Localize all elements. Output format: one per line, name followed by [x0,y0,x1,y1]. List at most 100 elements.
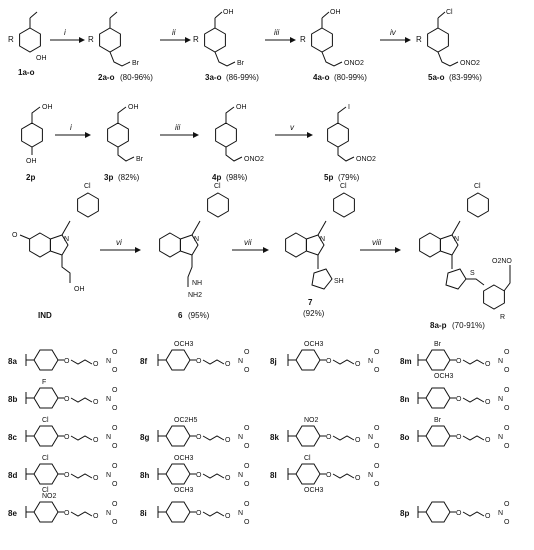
atom-n: N [498,396,503,403]
atom-n: N [238,510,243,517]
atom-o: O [355,361,361,368]
ethylene-chain [202,511,225,517]
ethylene-chain [202,473,225,479]
compound-label-3p: 3p [104,173,113,182]
atom-n: N [106,434,111,441]
ethylene-chain [70,511,93,517]
atom-o: O [485,513,491,520]
ethylene-chain [332,473,355,479]
atom-o: O [326,472,332,479]
atom-o: O [225,513,231,520]
compound-5p: I ONO2 [327,104,376,163]
compound-label-4a-o: 4a-o [313,73,330,82]
yield-4p: (98%) [226,173,248,182]
compound-2a-o: R Br [88,11,140,67]
atom-n: N [64,236,69,243]
benzene-ring [33,387,59,409]
step-label-viii: viii [372,238,382,247]
substituent-label: NO2 [42,493,57,500]
derivative-label: 8i [140,509,147,518]
atom-r: R [300,35,306,44]
compound-4p: OH ONO2 [215,104,264,163]
atom-o: O [504,443,510,450]
substituent-label: NO2 [304,417,319,424]
derivative-label: 8c [8,433,17,442]
step-label-ii: ii [172,28,176,37]
atom-s: S [470,270,475,277]
atom-o: O [112,405,118,412]
ethylene-chain [70,359,93,365]
atom-o: O [456,396,462,403]
atom-ono2: ONO2 [244,156,264,163]
atom-o: O [93,475,99,482]
benzene-ring [425,501,451,523]
benzene-ring [165,463,191,485]
atom-o: O [93,361,99,368]
atom-o: O [112,387,118,394]
atom-o: O [374,367,380,374]
atom-o: O [196,358,202,365]
atom-n: N [498,510,503,517]
atom-cl: Cl [84,183,91,190]
ethylene-chain [332,435,355,441]
derivative-label: 8n [400,395,409,404]
ethylene-chain [332,359,355,365]
yield-6: (95%) [188,311,210,320]
atom-n: N [238,434,243,441]
benzene-ring [33,425,59,447]
atom-n: N [238,358,243,365]
atom-o: O [93,437,99,444]
substituent-label: Cl [42,417,49,424]
compound-8a-p: N Cl S O2NO R [419,183,512,321]
compound-4a-o: R OH ONO2 [300,9,364,67]
atom-oh: OH [74,286,85,293]
substituent-label: Cl [304,455,311,462]
atom-o: O [196,472,202,479]
step-label-vi: vi [116,238,122,247]
benzene-ring [425,387,451,409]
atom-o: O [504,349,510,356]
substituent-label: OCH3 [174,455,194,462]
compound-label-5p: 5p [324,173,333,182]
atom-oh: OH [42,104,53,111]
derivative-label: 8e [8,509,17,518]
atom-o: O [112,349,118,356]
ethylene-chain [70,397,93,403]
derivative-label: 8g [140,433,149,442]
benzene-ring [295,425,321,447]
atom-o: O [504,425,510,432]
benzene-ring [295,349,321,371]
step-label-i: i [64,28,66,37]
atom-o: O [112,501,118,508]
ethylene-chain [462,511,485,517]
atom-cl: Cl [474,183,481,190]
atom-o: O [355,475,361,482]
ethylene-chain [462,435,485,441]
atom-o: O [64,472,70,479]
atom-o: O [93,399,99,406]
atom-r: R [500,314,505,321]
compound-3p: OH Br [107,104,144,163]
atom-ono2: ONO2 [356,156,376,163]
atom-o: O [485,361,491,368]
atom-r: R [88,35,94,44]
compound-label-2p: 2p [26,173,35,182]
compound-ind: N O Cl OH [12,183,99,293]
step-label-iii: iii [274,28,280,37]
atom-br: Br [136,156,144,163]
atom-ono2: ONO2 [460,60,480,67]
ethylene-chain [462,397,485,403]
atom-o: O [244,349,250,356]
atom-o: O [112,481,118,488]
benzene-ring [425,425,451,447]
compound-label-ind: IND [38,311,52,320]
compound-label-3a-o: 3a-o [205,73,222,82]
atom-n: N [368,472,373,479]
atom-o: O [504,367,510,374]
